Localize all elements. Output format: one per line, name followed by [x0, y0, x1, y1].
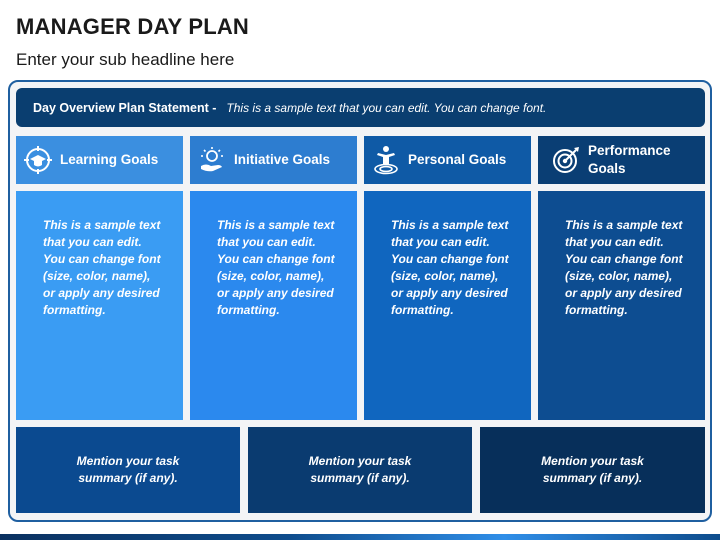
column-body-personal-goals: This is a sample text that you can edit.…	[364, 191, 531, 420]
task-summary-2: Mention your task summary (if any).	[248, 427, 472, 513]
page-subtitle: Enter your sub headline here	[16, 50, 235, 69]
footer-gradient-bar	[0, 534, 720, 540]
graduation-cap-target-icon	[16, 136, 60, 184]
column-label-learning-goals: Learning Goals	[60, 152, 159, 167]
page-title: MANAGER DAY PLAN	[16, 14, 250, 39]
statement-bar: Day Overview Plan Statement - This is a …	[16, 88, 705, 127]
column-header-performance-goals: Performance Goals	[538, 136, 705, 184]
target-arrow-icon	[544, 136, 588, 184]
task-summary-3: Mention your task summary (if any).	[480, 427, 705, 513]
column-label-initiative-goals: Initiative Goals	[234, 152, 331, 167]
person-target-icon	[364, 136, 408, 184]
column-header-personal-goals: Personal Goals	[364, 136, 531, 184]
task-summary-1: Mention your task summary (if any).	[16, 427, 240, 513]
column-label-performance-goals: Performance Goals	[588, 143, 671, 176]
column-body-initiative-goals: This is a sample text that you can edit.…	[190, 191, 357, 420]
statement-label: Day Overview Plan Statement -	[33, 100, 217, 115]
column-label-personal-goals: Personal Goals	[408, 152, 507, 167]
idea-hand-icon	[190, 136, 234, 184]
statement-text: This is a sample text that you can edit.…	[226, 100, 547, 115]
column-body-learning-goals: This is a sample text that you can edit.…	[16, 191, 183, 420]
column-header-initiative-goals: Initiative Goals	[190, 136, 357, 184]
column-body-performance-goals: This is a sample text that you can edit.…	[538, 191, 705, 420]
column-header-learning-goals: Learning Goals	[16, 136, 183, 184]
